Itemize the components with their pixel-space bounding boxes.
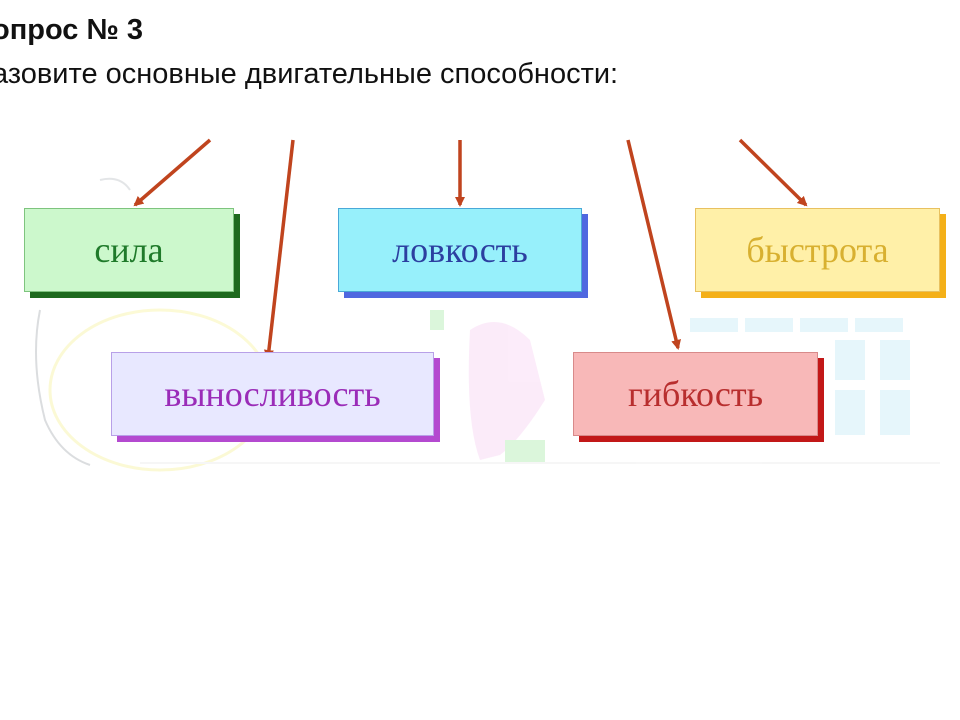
arrow-to-bystrota — [738, 138, 808, 207]
ability-box-vynoslivost: выносливость — [111, 352, 434, 436]
ability-label: быстрота — [746, 230, 889, 270]
ability-box-gibkost: гибкость — [573, 352, 818, 436]
ability-label: ловкость — [392, 230, 528, 270]
ability-box-bystrota: быстрота — [695, 208, 940, 292]
ability-box-sila: сила — [24, 208, 234, 292]
arrow-to-gibkost — [626, 139, 681, 350]
ability-label: выносливость — [164, 374, 381, 414]
slide-question: азовите основные двигательные способност… — [0, 58, 619, 90]
arrow-to-sila — [133, 138, 212, 207]
arrow-to-vynoslivost — [263, 139, 295, 360]
ability-label: гибкость — [627, 374, 764, 414]
ability-box-lovkost: ловкость — [338, 208, 582, 292]
ability-label: сила — [94, 230, 164, 270]
slide-title: опрос № 3 — [0, 14, 143, 46]
